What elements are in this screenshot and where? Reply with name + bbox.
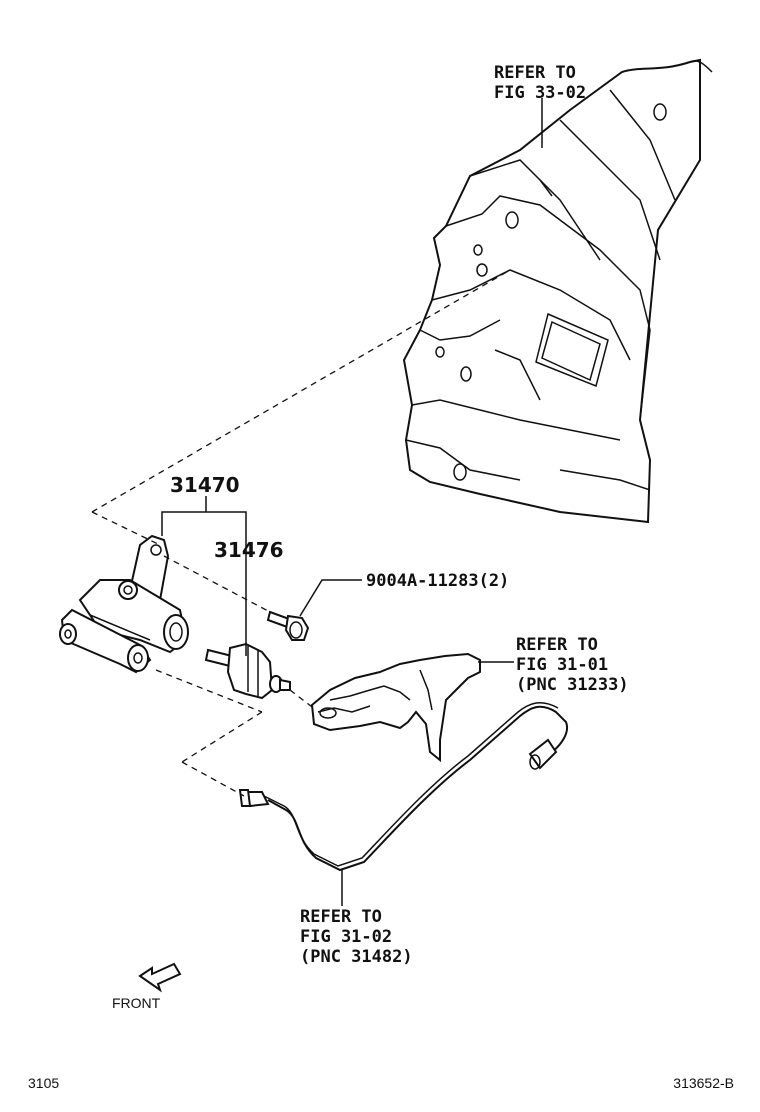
callout-fig-31-02: REFER TO FIG 31-02 (PNC 31482) (300, 907, 413, 967)
guide-lines (91, 269, 511, 797)
part-number-cylinder: 31476 (214, 538, 284, 562)
release-fork (310, 652, 481, 763)
transmission-housing (402, 58, 713, 524)
leader-lines (161, 98, 543, 906)
callout-fig-31-02-line-3: (PNC 31482) (300, 947, 413, 967)
callout-fig-31-01-line-3: (PNC 31233) (516, 675, 629, 695)
footer-left-code: 3105 (28, 1075, 59, 1091)
callout-fig-33-02-line-1: REFER TO (494, 63, 576, 83)
part-number-assembly: 31470 (170, 473, 240, 497)
part-number-bolt: 9004A-11283(2) (366, 571, 509, 591)
callout-fig-33-02: REFER TO FIG 33-02 (494, 63, 586, 103)
callout-fig-31-02-line-2: FIG 31-02 (300, 927, 392, 947)
callout-fig-31-01: REFER TO FIG 31-01 (PNC 31233) (516, 635, 629, 695)
front-label: FRONT (112, 995, 161, 1011)
callout-fig-31-02-line-1: REFER TO (300, 907, 382, 927)
release-cylinder (59, 534, 189, 674)
bolt (266, 610, 310, 641)
footer-right-code: 313652-B (673, 1075, 734, 1091)
push-rod-boot (204, 642, 291, 700)
front-arrow-icon (138, 962, 182, 993)
callout-fig-31-01-line-1: REFER TO (516, 635, 598, 655)
clutch-line (238, 702, 568, 872)
callout-fig-33-02-line-2: FIG 33-02 (494, 83, 586, 103)
callout-fig-31-01-line-2: FIG 31-01 (516, 655, 608, 675)
